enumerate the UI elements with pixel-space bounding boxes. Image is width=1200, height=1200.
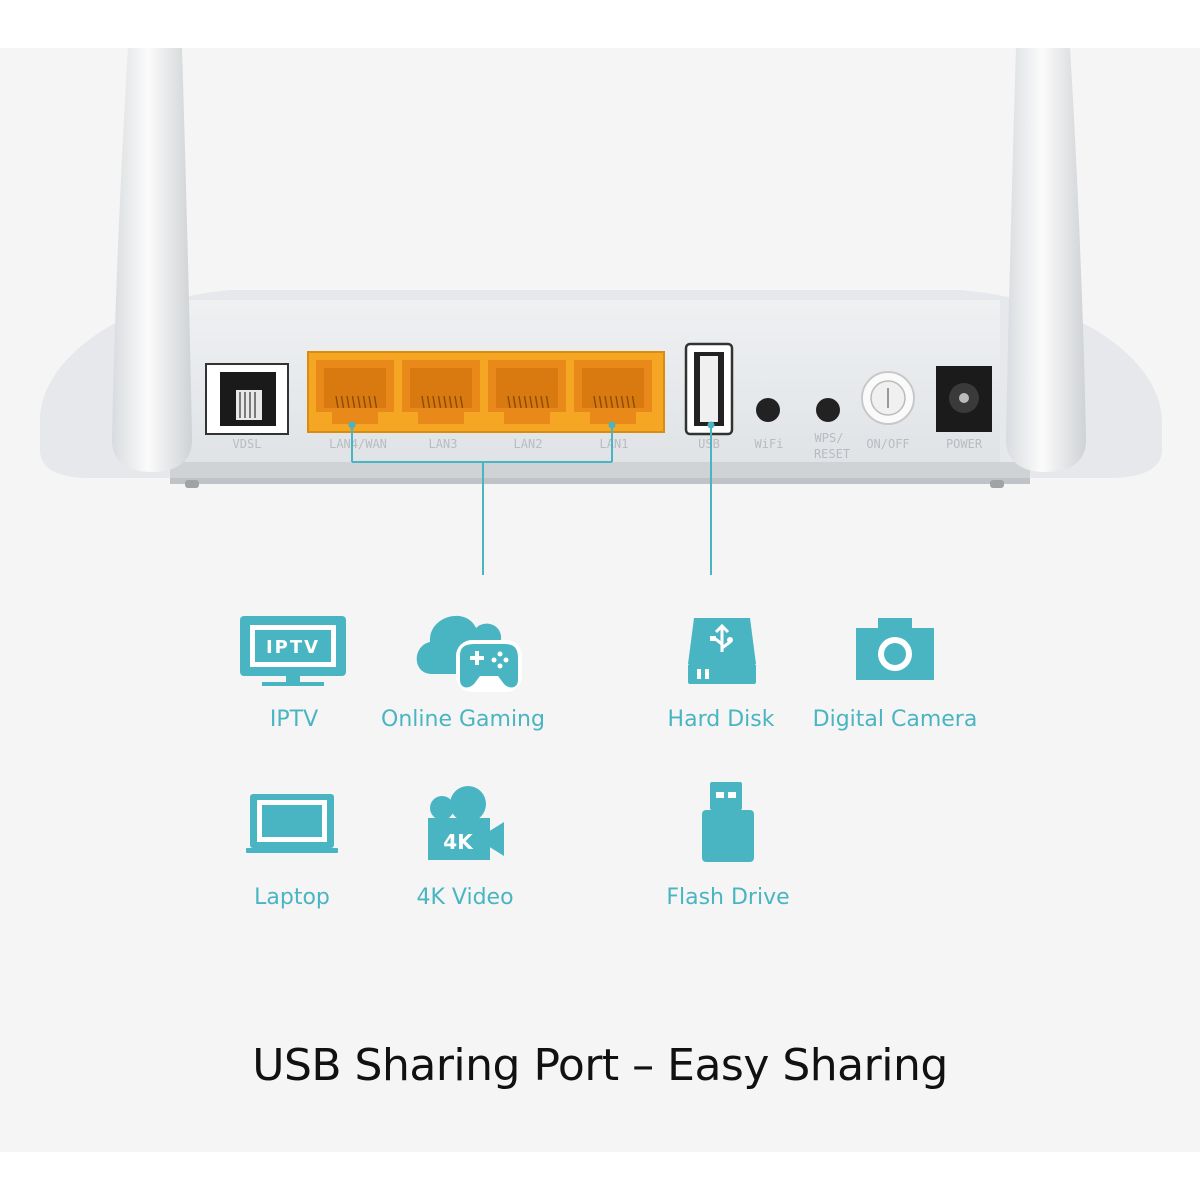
page-title: USB Sharing Port – Easy Sharing	[252, 1040, 948, 1091]
antenna-left	[112, 48, 192, 472]
vdsl-label: VDSL	[233, 437, 262, 451]
lan1-jack	[574, 360, 652, 424]
video-camera-icon: 4K	[428, 786, 504, 860]
lan-ports	[307, 351, 665, 433]
wps-label: WPS/	[815, 431, 844, 445]
hard-disk-label: Hard Disk	[667, 707, 775, 732]
lan3-jack	[402, 360, 480, 424]
camera-icon	[856, 618, 934, 680]
connector-lines	[351, 425, 712, 575]
digital-camera-label: Digital Camera	[812, 707, 978, 732]
wifi-button	[756, 398, 780, 422]
svg-text:4K: 4K	[443, 830, 474, 854]
flash-drive-label: Flash Drive	[666, 885, 790, 910]
lan2-label: LAN2	[514, 437, 543, 451]
online-gaming-label: Online Gaming	[381, 707, 545, 732]
background-panel	[0, 48, 1200, 1152]
vdsl-port	[205, 363, 289, 435]
onoff-button	[861, 371, 915, 425]
usb-port	[684, 342, 734, 436]
iptv-label: IPTV	[269, 707, 319, 732]
4k-video-label: 4K Video	[416, 885, 514, 910]
power-label: POWER	[946, 437, 983, 451]
lan1-label: LAN1	[600, 437, 629, 451]
svg-text:IPTV: IPTV	[266, 637, 320, 658]
lan4-label: LAN4/WAN	[329, 437, 387, 451]
gaming-icon	[416, 615, 522, 692]
flash-drive-icon	[702, 782, 754, 862]
lan3-label: LAN3	[429, 437, 458, 451]
onoff-label: ON/OFF	[866, 437, 909, 451]
wifi-label: WiFi	[755, 437, 784, 451]
laptop-icon	[246, 794, 338, 853]
hard-disk-icon	[688, 618, 756, 684]
reset-label: RESET	[814, 447, 850, 461]
iptv-icon: IPTV	[240, 616, 346, 686]
power-jack	[936, 366, 992, 432]
usb-label: USB	[698, 437, 720, 451]
antenna-right	[1006, 48, 1086, 472]
lan2-jack	[488, 360, 566, 424]
laptop-label: Laptop	[254, 885, 330, 910]
wps-reset-button	[816, 398, 840, 422]
lan4-jack	[316, 360, 394, 424]
